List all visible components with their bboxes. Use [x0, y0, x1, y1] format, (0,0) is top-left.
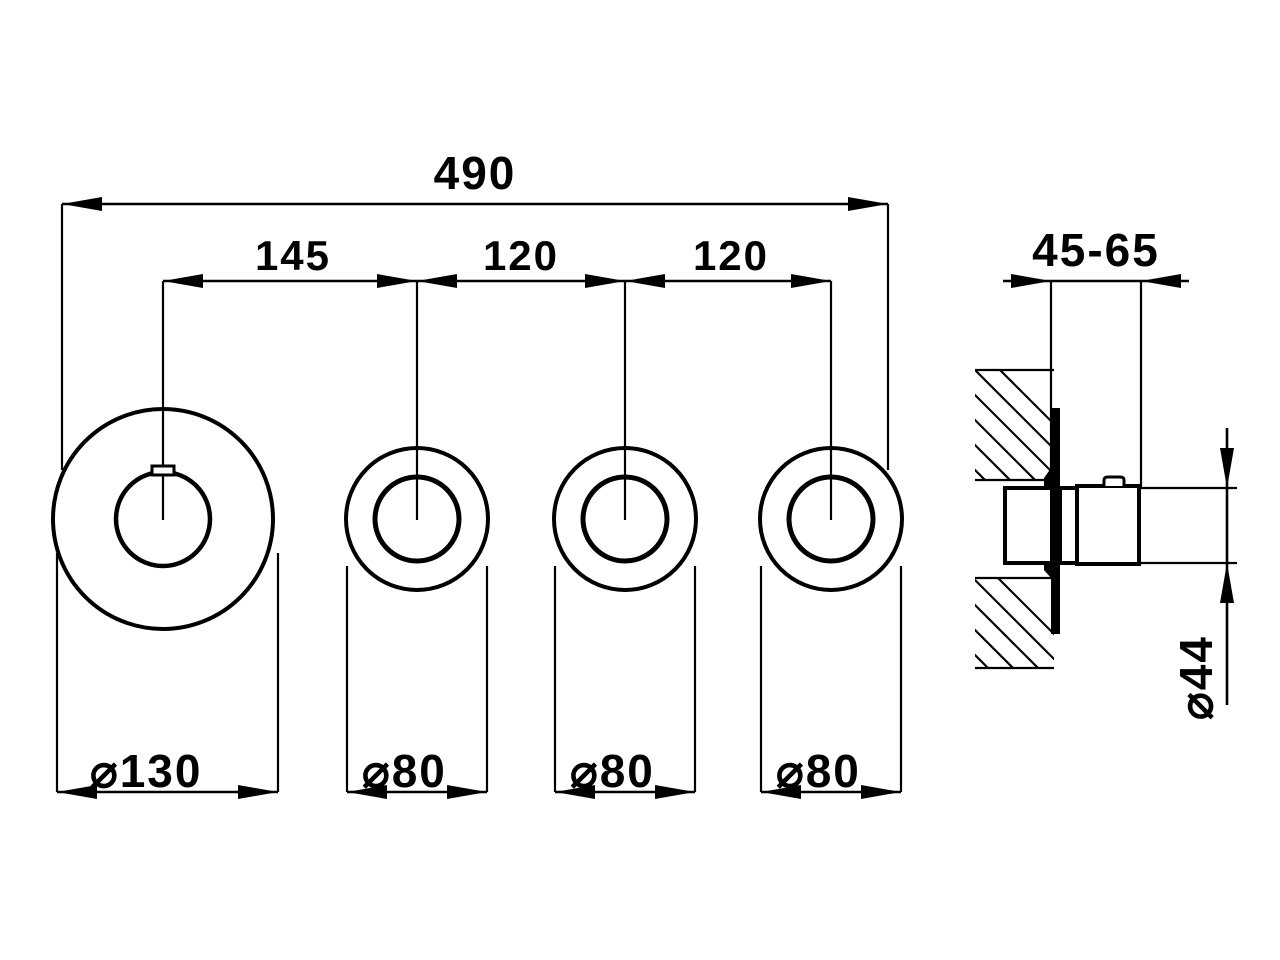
- label-diameter-80-b: ⌀80: [570, 745, 655, 797]
- arrowhead-left-d130: [57, 785, 97, 799]
- arrowhead-right-d80a: [447, 785, 487, 799]
- arrowhead-top-d44: [1220, 448, 1234, 488]
- label-overall-width-490: 490: [434, 147, 517, 199]
- arrowhead-left-120-a: [417, 274, 457, 288]
- label-diameter-80-a: ⌀80: [362, 745, 447, 797]
- arrowhead-left-145: [163, 274, 203, 288]
- arrowhead-right-120-a: [585, 274, 625, 288]
- label-spacing-120-b: 120: [693, 232, 769, 279]
- escutcheon-outer-circle-4: [758, 446, 904, 592]
- control-volume-1-d80: [344, 446, 490, 592]
- arrowhead-left-120-b: [625, 274, 665, 288]
- arrowhead-left-490: [62, 197, 102, 211]
- arrowhead-right-4565: [1141, 274, 1181, 288]
- handle-indicator-bump-section: [1102, 475, 1126, 486]
- arrowhead-left-d80a: [347, 785, 387, 799]
- trim-body-section: [1058, 475, 1141, 566]
- label-wall-depth-45-65: 45-65: [1032, 224, 1160, 276]
- arrowhead-left-d80b: [555, 785, 595, 799]
- diameter-dimension-80-b: [553, 566, 697, 799]
- diameter-dimension-130: [55, 553, 280, 799]
- body-diameter-dimension-44: [1139, 428, 1237, 705]
- control-thermostat-d130: [51, 407, 275, 631]
- diameter-dimension-80-a: [345, 566, 489, 799]
- arrowhead-right-120-b: [791, 274, 831, 288]
- arrowhead-right-490: [848, 197, 888, 211]
- handle-inner-circle-2: [372, 474, 462, 564]
- label-diameter-130: ⌀130: [90, 745, 202, 797]
- handle-inner-circle-3: [580, 474, 670, 564]
- arrowhead-right-d80c: [861, 785, 901, 799]
- control-volume-3-d80: [758, 446, 904, 592]
- label-body-diameter-44: ⌀44: [1170, 635, 1222, 720]
- arrowhead-right-d80b: [655, 785, 695, 799]
- center-spacing-dimension-chain: [161, 274, 833, 520]
- rough-in-body-section: [1003, 486, 1054, 565]
- escutcheon-plate-section: [1051, 408, 1060, 634]
- wall-depth-dimension-45-65: [1003, 274, 1189, 487]
- escutcheon-outer-circle-1: [51, 407, 275, 631]
- arrowhead-bottom-d44: [1220, 563, 1234, 603]
- arrowhead-left-4565: [1011, 274, 1051, 288]
- label-diameter-80-c: ⌀80: [776, 745, 861, 797]
- diameter-dimension-80-c: [759, 566, 903, 799]
- arrowhead-left-d80c: [761, 785, 801, 799]
- arrowhead-right-d130: [238, 785, 278, 799]
- handle-inner-circle-4: [786, 474, 876, 564]
- overall-width-dimension-490: [60, 197, 890, 470]
- label-spacing-145: 145: [255, 232, 331, 279]
- escutcheon-outer-circle-3: [552, 446, 698, 592]
- arrowhead-right-145: [377, 274, 417, 288]
- control-volume-2-d80: [552, 446, 698, 592]
- trim-collar-block: [1058, 486, 1079, 565]
- handle-indicator-tab: [150, 464, 176, 477]
- rough-in-inlet-block: [1003, 486, 1054, 565]
- wall-section-hatching: [975, 368, 1054, 670]
- escutcheon-outer-circle-2: [344, 446, 490, 592]
- trim-handle-block: [1075, 484, 1141, 566]
- label-spacing-120-a: 120: [483, 232, 559, 279]
